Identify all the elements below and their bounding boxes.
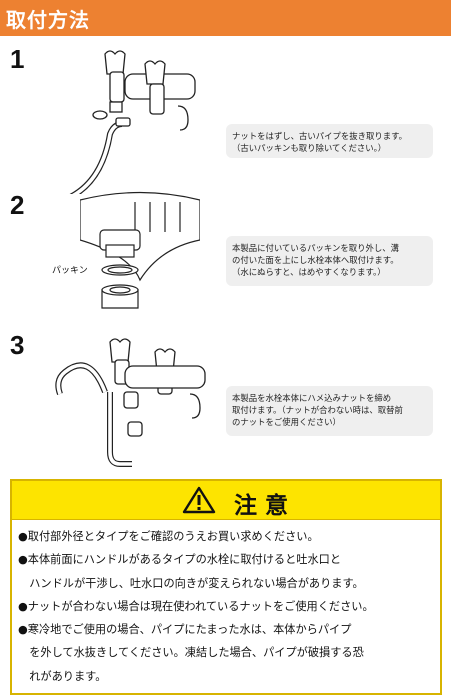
step-2-line-1: 本製品に付いているパッキンを取り外し、溝 (232, 243, 399, 253)
step-2-illustration (80, 191, 200, 309)
step-2-line-2: の付いた面を上にし水栓本体へ取付けます。 (232, 255, 399, 265)
step-1-line-1: ナットをはずし、古いパイプを抜き取ります。 (232, 131, 408, 141)
caution-line: ●ナットが合わない場合は現在使われているナットをご使用ください。 (18, 599, 374, 613)
step-3-line-1: 本製品を水栓本体にハメ込みナットを締め (232, 393, 392, 403)
caution-line: れがあります。 (18, 669, 107, 683)
caution-header: 注意 (12, 481, 440, 520)
caution-title: 注意 (234, 492, 296, 519)
section-title: 取付方法 (6, 8, 90, 32)
step-3-illustration (55, 338, 206, 467)
caution-line: を外して水抜きしてください。凍結した場合、パイプが破損する恐 (18, 646, 364, 660)
caution-line: ●本体前面にハンドルがあるタイプの水栓に取付けると吐水口と (18, 553, 342, 567)
step-3-line-2: 取付けます。（ナットが合わない時は、取替前 (232, 405, 403, 415)
step-2-note: 本製品に付いているパッキンを取り外し、溝 の付いた面を上にし水栓本体へ取付けます… (226, 236, 433, 286)
caution-list: ●取付部外径とタイプをご確認のうえお買い求めください。 ●本体前面にハンドルがあ… (18, 525, 442, 688)
step-1-line-2: （古いパッキンも取り除いてください。） (232, 143, 387, 153)
step-3-line-3: のナットをご使用ください） (232, 417, 341, 427)
step-2-number: 2 (10, 190, 25, 220)
caution-line: ●取付部外径とタイプをご確認のうえお買い求めください。 (18, 530, 319, 543)
step-1-illustration (69, 50, 196, 194)
step-3-note: 本製品を水栓本体にハメ込みナットを締め 取付けます。（ナットが合わない時は、取替… (226, 386, 433, 436)
caution-line: ハンドルが干渉し、吐水口の向きが変えられない場合があります。 (18, 576, 364, 590)
step-2-line-3: （水にぬらすと、はめやすくなります。） (232, 267, 386, 277)
caution-line: ●寒冷地でご使用の場合、パイプにたまった水は、本体からパイプ (18, 623, 352, 637)
step-1-number: 1 (10, 44, 25, 74)
warning-triangle-icon (182, 486, 216, 514)
packing-label: パッキン (52, 266, 88, 276)
section-header: 取付方法 (0, 0, 451, 36)
step-1-note: ナットをはずし、古いパイプを抜き取ります。 （古いパッキンも取り除いてください。… (226, 124, 433, 158)
step-3-number: 3 (10, 330, 25, 360)
caution-box: 注意 ●取付部外径とタイプをご確認のうえお買い求めください。 ●本体前面にハンド… (10, 479, 442, 695)
